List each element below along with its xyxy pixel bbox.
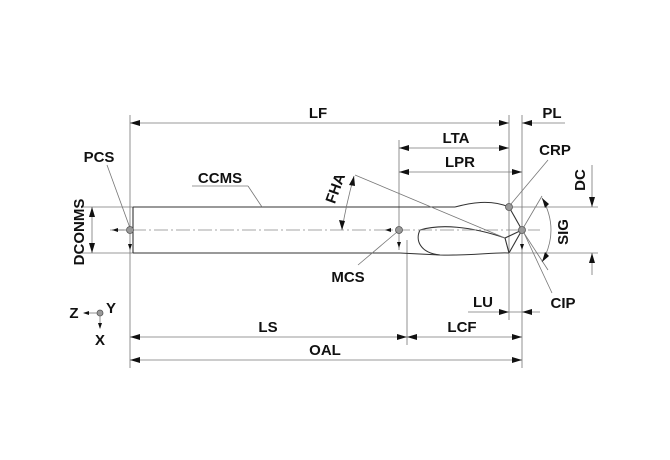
crp-label: CRP <box>539 142 571 159</box>
pcs-x-arrow <box>128 244 132 250</box>
sig-ray-top <box>521 195 543 231</box>
lf-arrow-left <box>130 120 140 126</box>
sig-arrow-top <box>542 198 549 208</box>
mcs-point <box>395 226 403 234</box>
lcf-arrow-right <box>512 334 522 340</box>
fha-arrow-bottom <box>339 220 345 230</box>
oal-arrow-left <box>130 357 140 363</box>
lu-arrow-left <box>499 309 509 315</box>
pcs-leader <box>106 164 131 229</box>
sig-ray-bottom <box>521 229 549 271</box>
flute-bottom-edge <box>399 252 441 256</box>
flute-lower-curve <box>417 229 510 256</box>
tip-lower-edge <box>508 229 523 254</box>
lcf-arrow-left <box>407 334 417 340</box>
lta-label: LTA <box>443 130 470 147</box>
mcs-label: MCS <box>331 269 364 286</box>
flute-top-curve <box>454 201 510 208</box>
reference-cip: CIP <box>518 226 576 312</box>
ccms-label: CCMS <box>198 170 242 187</box>
lta-arrow-right <box>499 145 509 151</box>
sig-label: SIG <box>555 219 572 245</box>
ls-arrow-right <box>397 334 407 340</box>
dimension-ls: LS <box>130 319 407 340</box>
lf-arrow-right <box>499 120 509 126</box>
fha-ray <box>354 174 506 239</box>
cip-label: CIP <box>550 295 575 312</box>
reference-ccms: CCMS <box>192 170 263 208</box>
x-axis-label: X <box>95 332 105 349</box>
ccms-leader <box>247 185 263 208</box>
dconms-arrow-top <box>89 207 95 217</box>
x-axis-arrow <box>98 323 102 329</box>
dimension-dconms: DCONMS <box>71 199 95 266</box>
dimension-sig: SIG <box>521 195 572 271</box>
pl-arrow <box>522 120 532 126</box>
pcs-point <box>126 226 134 234</box>
dimension-lpr: LPR <box>399 154 522 175</box>
y-axis-label: Y <box>106 300 116 317</box>
fha-label: FHA <box>323 171 350 206</box>
cip-leader <box>523 232 553 294</box>
oal-label: OAL <box>309 342 341 359</box>
lu-label: LU <box>473 294 493 311</box>
sig-arrow-bottom <box>542 252 549 262</box>
reference-crp: CRP <box>505 142 571 211</box>
lcf-label: LCF <box>447 319 476 336</box>
lpr-arrow-right <box>512 169 522 175</box>
dconms-label: DCONMS <box>71 199 88 266</box>
crp-leader <box>510 159 549 205</box>
cip-x-arrow <box>520 244 524 250</box>
drill-body <box>132 201 523 256</box>
fha-arrow-top <box>349 176 355 186</box>
oal-arrow-right <box>512 357 522 363</box>
cip-point <box>518 226 526 234</box>
ls-arrow-left <box>130 334 140 340</box>
dimension-lta: LTA <box>399 130 509 151</box>
coordinate-triad: Z Y X <box>69 300 116 349</box>
reference-pcs: PCS <box>84 149 134 250</box>
mcs-leader <box>357 231 398 266</box>
mcs-x-arrow <box>397 242 401 248</box>
dc-arrow-top <box>589 197 595 207</box>
lpr-label: LPR <box>445 154 475 171</box>
dimension-lcf: LCF <box>407 319 522 340</box>
dc-arrow-bottom <box>589 253 595 263</box>
dimension-fha: FHA <box>323 171 506 239</box>
tip-upper-edge <box>508 206 523 231</box>
pl-label: PL <box>542 105 561 122</box>
dimension-dc: DC <box>572 165 595 275</box>
dimension-lf: LF <box>130 105 509 126</box>
sig-arc <box>541 197 552 263</box>
lta-arrow-left <box>399 145 409 151</box>
dimension-pl: PL <box>522 105 565 126</box>
mcs-z-arrow <box>385 228 391 232</box>
dc-label: DC <box>572 169 589 191</box>
lf-label: LF <box>309 105 327 122</box>
tip-chisel <box>504 237 510 254</box>
crp-point <box>505 203 513 211</box>
reference-mcs: MCS <box>331 226 403 286</box>
y-axis-origin <box>96 309 104 317</box>
z-axis-arrow <box>83 311 89 315</box>
pcs-label: PCS <box>84 149 115 166</box>
lpr-arrow-left <box>399 169 409 175</box>
dconms-arrow-bottom <box>89 243 95 253</box>
dimension-oal: OAL <box>130 342 522 363</box>
pcs-z-arrow <box>112 228 118 232</box>
extension-lines <box>82 115 598 368</box>
flute-upper-curve <box>419 226 506 239</box>
ls-label: LS <box>258 319 277 336</box>
z-axis-label: Z <box>69 305 78 322</box>
dimension-lu: LU <box>468 294 540 315</box>
lu-arrow-right <box>522 309 532 315</box>
